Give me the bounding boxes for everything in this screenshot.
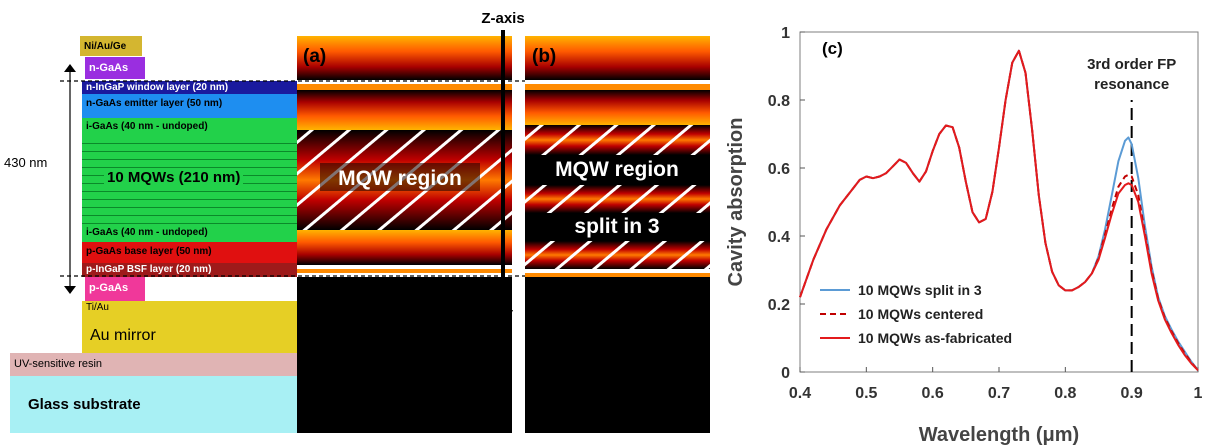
x-tick-label: 0.5	[855, 385, 877, 402]
layer-mqw-region: 10 MQWs (210 nm)	[82, 136, 297, 224]
y-tick-label: 0.2	[768, 297, 790, 314]
z-axis-arrowhead	[493, 310, 513, 332]
layer-label: Ni/Au/Ge	[84, 41, 127, 52]
series-line-3	[799, 49, 1199, 371]
layer-label: n-GaAs	[89, 62, 129, 74]
layer-label: p-GaAs	[89, 282, 129, 294]
layer-i-gaas-bottom: i-GaAs (40 nm - undoped)	[82, 224, 297, 242]
layer-label: Au mirror	[90, 327, 156, 344]
field-map-a: (a) MQW region	[297, 36, 512, 433]
layer-ni-au-ge: Ni/Au/Ge	[80, 36, 142, 56]
layer-ti-au: Ti/Au	[82, 301, 297, 317]
legend-label: 10 MQWs split in 3	[858, 282, 982, 298]
x-tick-label: 0.9	[1121, 385, 1143, 402]
layer-i-gaas-top: i-GaAs (40 nm - undoped)	[82, 118, 297, 136]
panel-a-mqw-text: MQW region	[338, 167, 462, 190]
panel-b-mqw-text: MQW region	[555, 158, 679, 181]
x-tick-label: 1	[1194, 385, 1203, 402]
layer-label: n-InGaP window layer (20 nm)	[86, 82, 229, 93]
panel-b-split-text: split in 3	[574, 215, 659, 238]
layer-n-gaas-emitter: n-GaAs emitter layer (50 nm)	[82, 94, 297, 118]
x-tick-label: 0.7	[988, 385, 1010, 402]
layer-stack: Ni/Au/Ge n-GaAs n-InGaP window layer (20 n…	[0, 0, 300, 448]
series-line-1	[799, 49, 1199, 371]
layer-label: Ti/Au	[86, 302, 109, 313]
layer-label: 10 MQWs (210 nm)	[104, 169, 244, 186]
y-tick-label: 0.8	[768, 93, 790, 110]
field-map-b: (b) MQW region split in 3	[525, 36, 710, 433]
layer-label: p-GaAs base layer (50 nm)	[86, 246, 212, 257]
layer-label: i-GaAs (40 nm - undoped)	[86, 121, 208, 132]
resonance-annotation: resonance	[1094, 76, 1169, 93]
absorption-chart: 0.4 0.5 0.6 0.7 0.8 0.9 1 0 0.2 0.4 0.6 0.8 1Wavelen…	[725, 25, 1203, 446]
x-tick-label: 0.4	[789, 385, 811, 402]
x-axis-label: Wavelength (μm)	[919, 424, 1079, 446]
layer-label: Glass substrate	[28, 396, 141, 413]
layer-p-gaas-contact: p-GaAs	[85, 277, 145, 301]
series-line-2	[799, 49, 1199, 371]
y-tick-label: 0	[781, 365, 790, 382]
z-axis-label: Z-axis	[481, 10, 524, 27]
y-axis-label: Cavity absorption	[725, 118, 747, 287]
y-tick-label: 0.4	[768, 229, 790, 246]
layer-p-gaas-base: p-GaAs base layer (50 nm)	[82, 242, 297, 263]
layer-p-ingap-bsf: p-InGaP BSF layer (20 nm)	[82, 263, 297, 277]
layer-uv-resin: UV-sensitive resin	[10, 353, 297, 376]
layer-n-ingap-window: n-InGaP window layer (20 nm)	[82, 81, 297, 94]
layer-label: p-InGaP BSF layer (20 nm)	[86, 264, 212, 275]
panel-c-label: (c)	[822, 39, 843, 58]
legend-label: 10 MQWs centered	[858, 306, 983, 322]
legend-label: 10 MQWs as-fabricated	[858, 330, 1012, 346]
layer-label: i-GaAs (40 nm - undoped)	[86, 227, 208, 238]
layer-label: n-GaAs emitter layer (50 nm)	[86, 98, 223, 109]
layer-n-gaas-contact: n-GaAs	[85, 57, 145, 79]
layer-au-mirror: Au mirror	[82, 317, 297, 353]
x-tick-label: 0.6	[922, 385, 944, 402]
resonance-annotation: 3rd order FP	[1087, 56, 1176, 73]
x-tick-label: 0.8	[1054, 385, 1076, 402]
y-tick-label: 1	[781, 25, 790, 42]
panel-b-label: (b)	[532, 46, 556, 67]
y-tick-label: 0.6	[768, 161, 790, 178]
layer-glass-substrate: Glass substrate	[10, 376, 297, 433]
layer-label: UV-sensitive resin	[14, 358, 103, 370]
panel-a-label: (a)	[303, 46, 326, 67]
